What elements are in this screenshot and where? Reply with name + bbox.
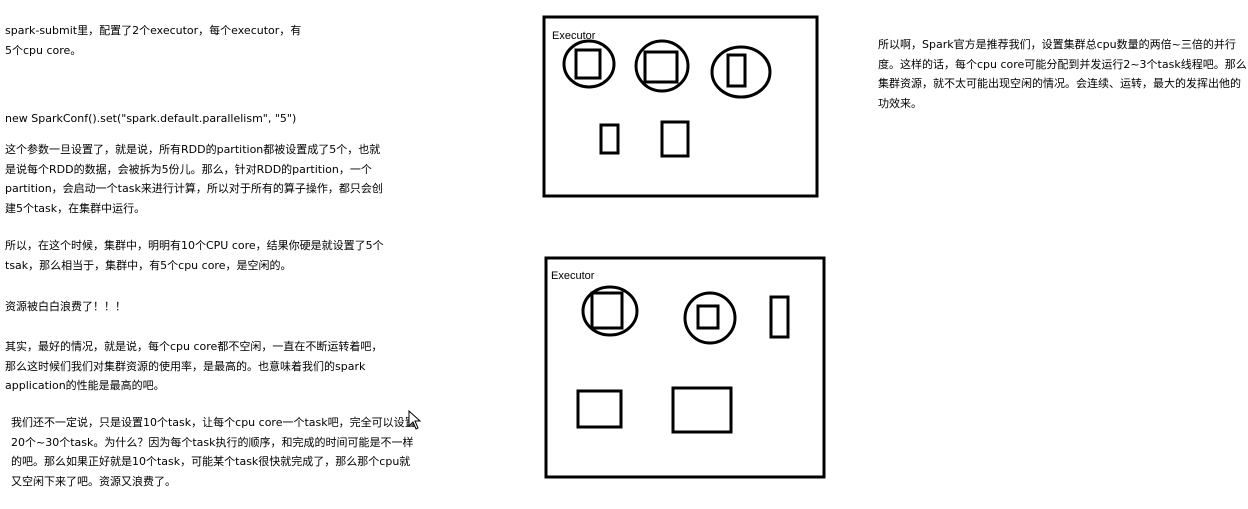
task-rect (574, 48, 602, 80)
cpu-core-circle (710, 45, 772, 99)
recommendation-note: 所以啊，Spark官方是推荐我们，设置集群总cpu数量的两倍~三倍的并行 度。这… (878, 38, 1247, 110)
waste-note: 资源被白白浪费了！！！ (5, 300, 126, 313)
task-rect (643, 50, 679, 84)
task-count-note: 我们还不一定说，只是设置10个task，让每个cpu core一个task吧，完… (11, 416, 416, 488)
task-rect (726, 53, 747, 88)
task-rect (769, 295, 790, 339)
executor-label-1: Executor (552, 30, 596, 42)
task-rect (660, 120, 690, 158)
mouse-pointer-icon (408, 410, 422, 430)
task-rect (671, 386, 733, 434)
cpu-core-circle (634, 39, 690, 93)
executor-box-1 (542, 15, 819, 198)
config-note: spark-submit里，配置了2个executor，每个executor，有… (5, 24, 302, 57)
task-rect (599, 123, 620, 155)
task-rect (590, 291, 624, 330)
idle-core-note: 所以，在这个时候，集群中，明明有10个CPU core，结果你硬是就设置了5个 … (5, 239, 384, 272)
parallelism-explanation: 这个参数一旦设置了，就是说，所有RDD的partition都被设置成了5个，也就… (5, 143, 383, 215)
cpu-core-circle (683, 291, 737, 345)
cpu-core-circle (581, 285, 639, 337)
best-case-note: 其实，最好的情况，就是说，每个cpu core都不空闲，一直在不断运转着吧， 那… (5, 340, 383, 392)
executor-label-2: Executor (551, 270, 595, 282)
task-rect (696, 304, 720, 330)
task-rect (576, 389, 623, 429)
parallelism-code: new SparkConf().set("spark.default.paral… (5, 112, 297, 125)
cpu-core-circle (562, 39, 616, 89)
executor-box-2 (544, 256, 826, 479)
